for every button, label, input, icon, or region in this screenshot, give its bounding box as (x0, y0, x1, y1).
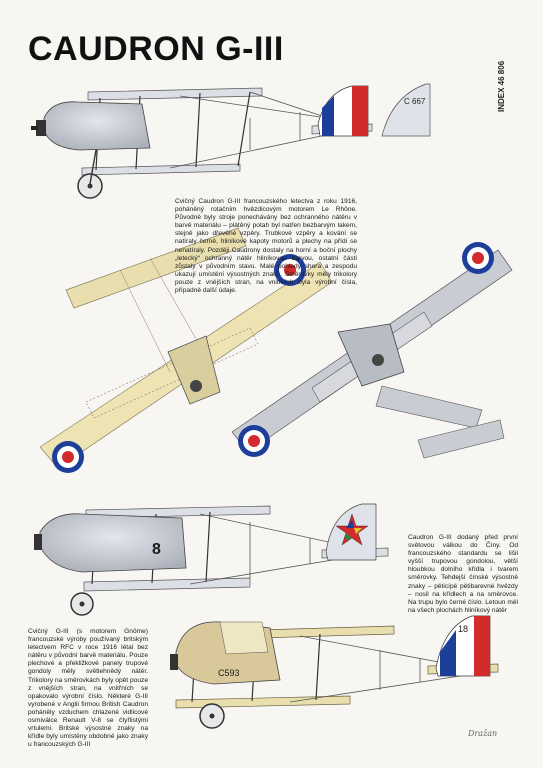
british-fuselage-serial: C593 (218, 668, 240, 678)
chinese-profile: 8 (34, 503, 389, 616)
paragraph-chinese: Caudron G-III dodaný před první světovou… (408, 534, 518, 614)
british-rudder-number: 18 (458, 624, 468, 634)
page-title: CAUDRON G-III (28, 30, 284, 68)
top-view (39, 227, 333, 473)
french-profile: C 667 (31, 83, 431, 199)
paragraph-british: Cvičný G-III (s motorem Gnôme) francouzs… (28, 628, 148, 749)
paragraph-french: Cvičný Caudron G-III francouzského letec… (175, 198, 357, 295)
chinese-fuselage-number: 8 (152, 541, 161, 558)
british-profile: C593 18 (170, 615, 499, 729)
bottom-view (231, 242, 513, 459)
artist-signature: Dražan (468, 729, 498, 738)
rear-tail-serial: C 667 (404, 97, 426, 106)
